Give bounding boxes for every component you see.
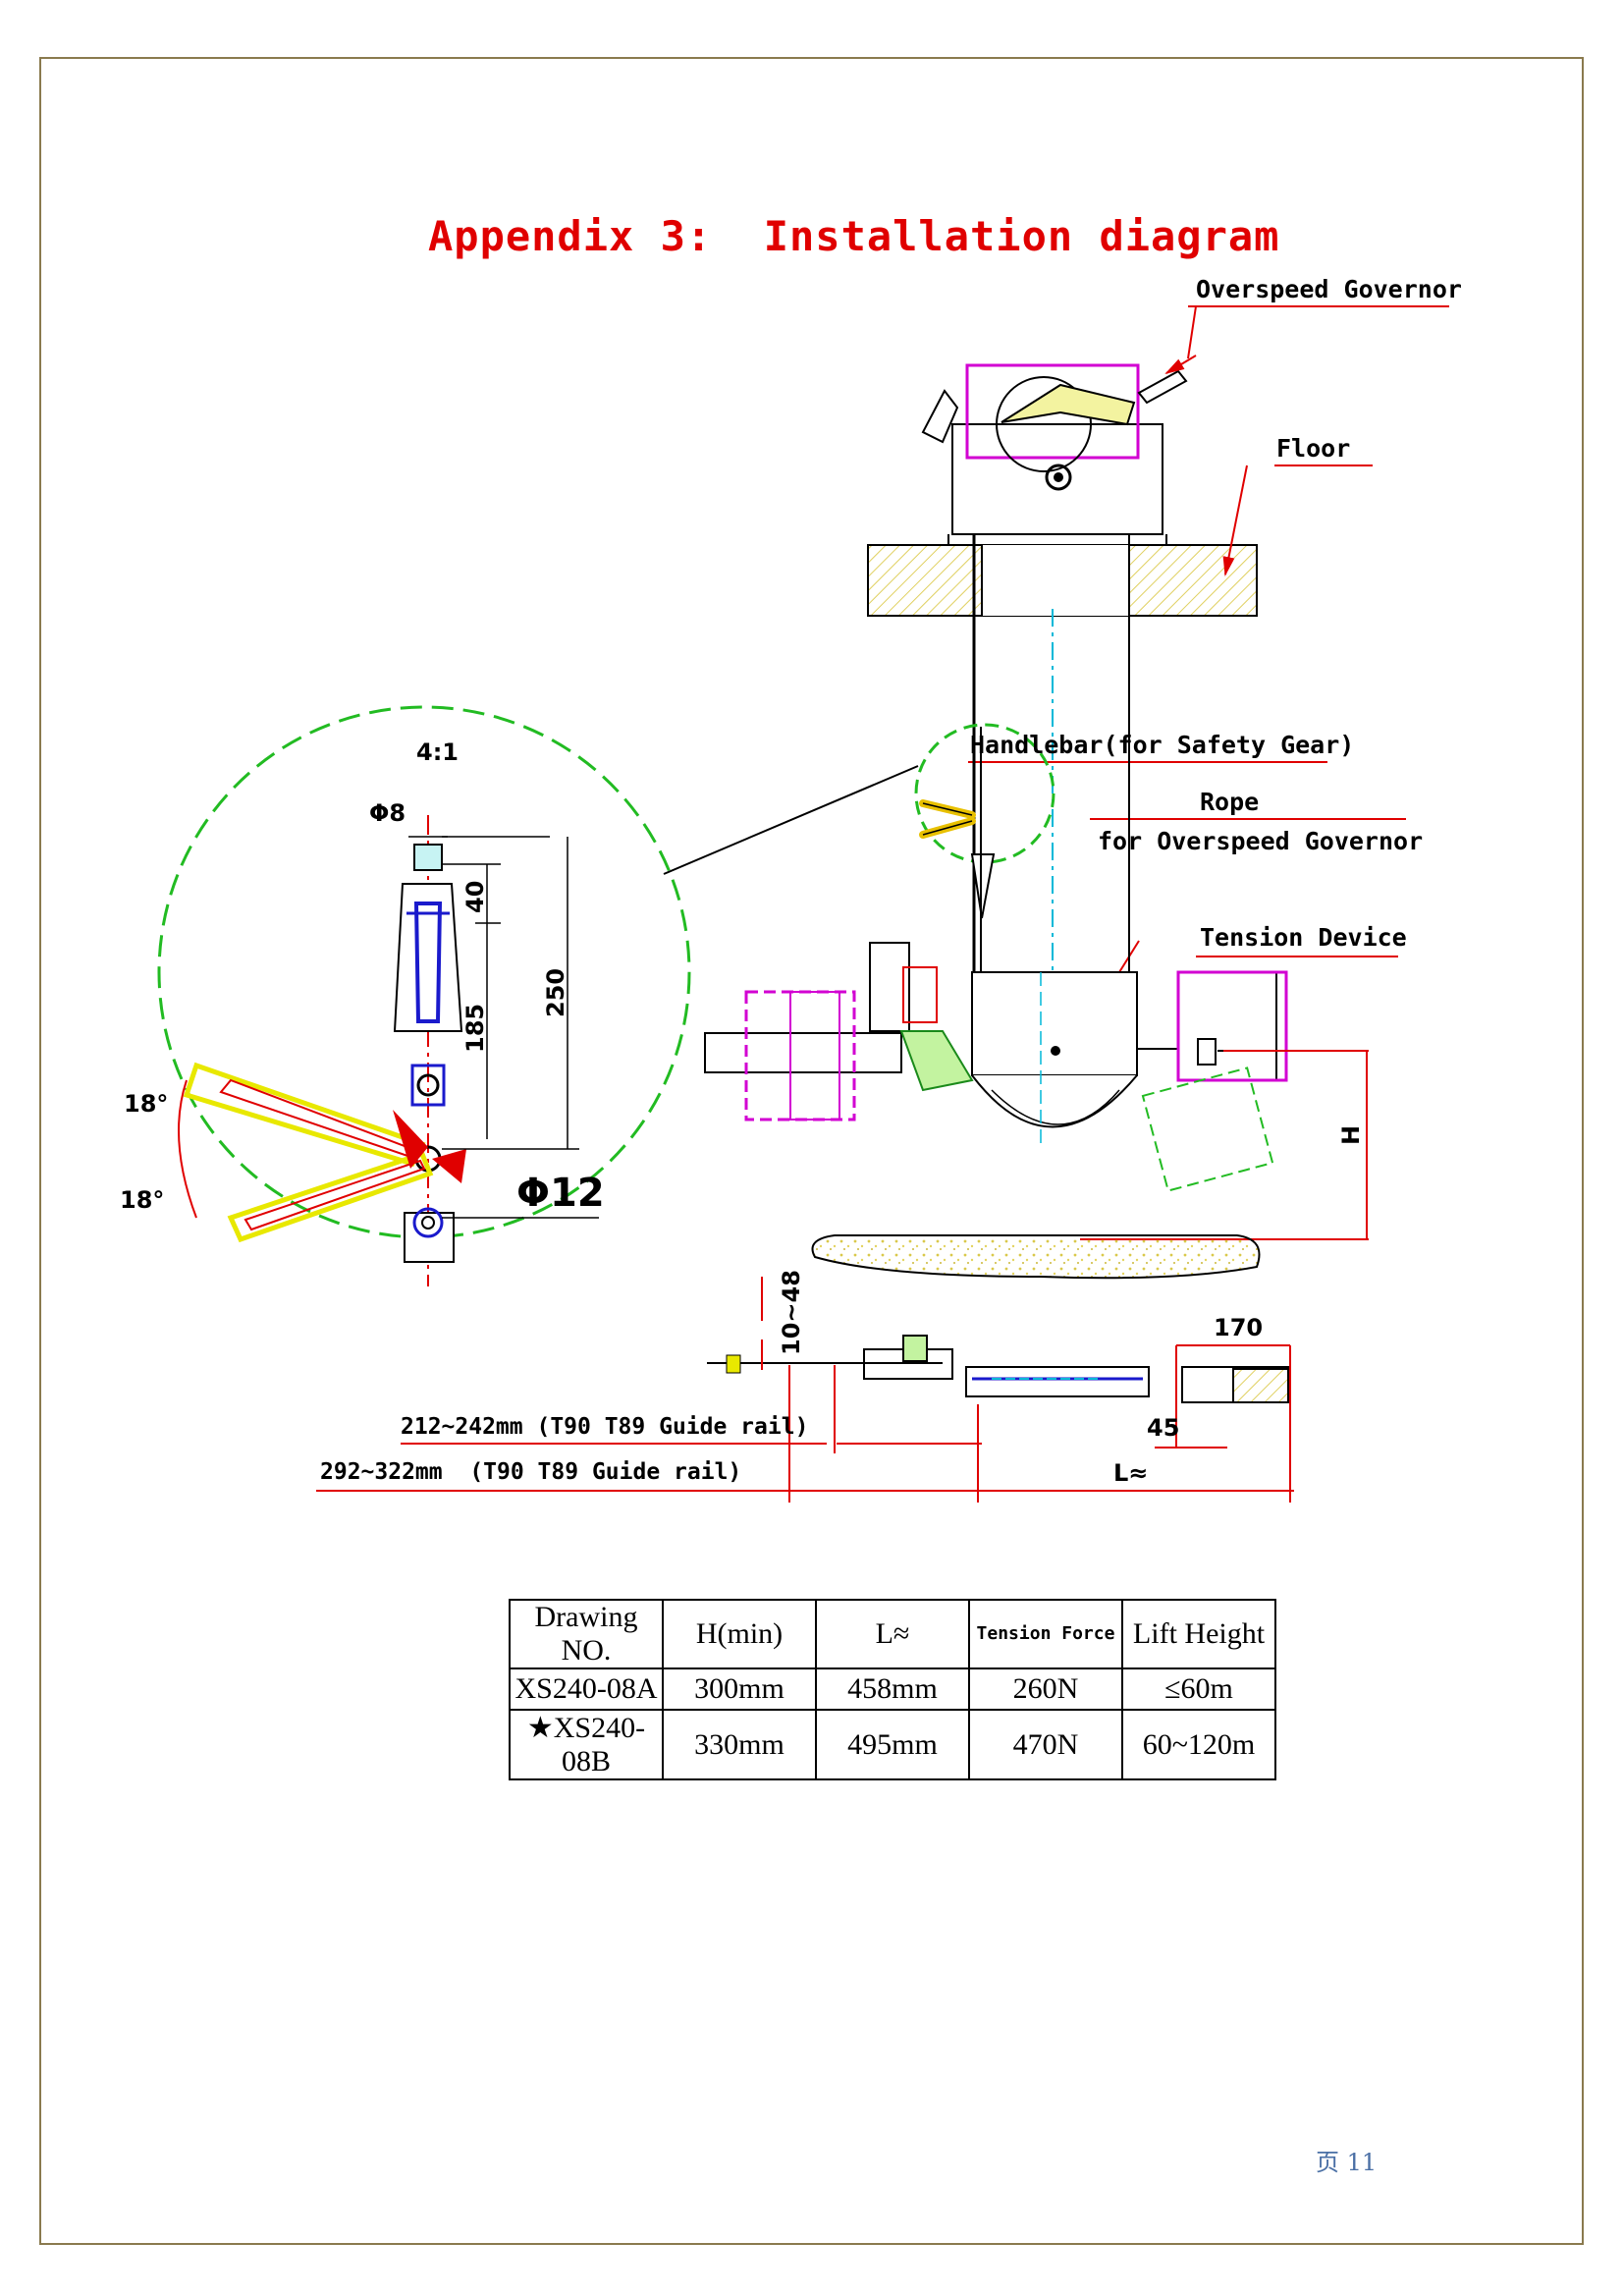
table-header: Lift Height: [1121, 1599, 1276, 1669]
label-overspeed-governor: Overspeed Governor: [1196, 275, 1462, 303]
table-header: Tension Force: [968, 1599, 1123, 1669]
detail-phi12: Φ12: [516, 1171, 605, 1216]
detail-dim-250: 250: [542, 967, 569, 1017]
label-rope-for: for Overspeed Governor: [1098, 827, 1424, 855]
plan-dimension-lines: [316, 1277, 1294, 1503]
tension-device-drawing: [704, 942, 1369, 1240]
table-cell: 260N: [968, 1667, 1123, 1711]
table-cell: XS240-08A: [509, 1667, 664, 1711]
table-cell: 330mm: [662, 1709, 817, 1780]
dim-rail-212: 212~242mm (T90 T89 Guide rail): [401, 1414, 809, 1440]
dim-l-approx: L≈: [1113, 1459, 1149, 1487]
rope-end-detail: [178, 815, 466, 1286]
label-tension-device: Tension Device: [1200, 923, 1407, 952]
table-cell: 495mm: [815, 1709, 970, 1780]
dim-range-10-48: 10~48: [778, 1270, 805, 1355]
table-row: ★XS240-08B 330mm 495mm 470N 60~120m: [509, 1709, 1276, 1780]
floor-slab: [867, 534, 1258, 617]
dim-45: 45: [1147, 1414, 1180, 1442]
table-cell: 300mm: [662, 1667, 817, 1711]
governor-rope: [972, 535, 1130, 982]
leader-lines: [968, 305, 1449, 973]
detail-phi8: Φ8: [369, 799, 406, 827]
dim-rail-292: 292~322mm (T90 T89 Guide rail): [320, 1459, 742, 1485]
detail-circle-small: [914, 723, 1055, 864]
detail-dim-185: 185: [461, 1003, 489, 1053]
label-rope: Rope: [1200, 788, 1260, 816]
table-cell: 470N: [968, 1709, 1123, 1780]
detail-dim-40: 40: [461, 880, 489, 913]
table-cell: ★XS240-08B: [509, 1709, 664, 1780]
page-number: 页 11: [1316, 2149, 1378, 2176]
dim-170: 170: [1214, 1314, 1264, 1341]
page-frame: [39, 57, 1584, 2245]
table-cell: 458mm: [815, 1667, 970, 1711]
table-cell: 60~120m: [1121, 1709, 1276, 1780]
plan-view: [707, 1335, 1291, 1403]
table-header: H(min): [662, 1599, 817, 1669]
table-header: L≈: [815, 1599, 970, 1669]
table-row: XS240-08A 300mm 458mm 260N ≤60m: [509, 1667, 1276, 1711]
detail-angle-top: 18°: [124, 1090, 169, 1118]
safety-gear-handlebar: [919, 727, 996, 972]
label-floor: Floor: [1276, 434, 1351, 463]
pit-floor: [811, 1234, 1261, 1280]
detail-angle-bottom: 18°: [120, 1186, 165, 1214]
table-cell: ≤60m: [1121, 1667, 1276, 1711]
detail-dimension-lines: [408, 836, 599, 1219]
label-handlebar: Handlebar(for Safety Gear): [970, 731, 1355, 759]
detail-scale: 4:1: [416, 738, 459, 766]
table-header: Drawing NO.: [509, 1599, 664, 1669]
spec-table: Drawing NO. H(min) L≈ Tension Force Lift…: [509, 1599, 1276, 1780]
dim-h: H: [1337, 1124, 1365, 1145]
detail-leader: [663, 765, 919, 875]
table-header-row: Drawing NO. H(min) L≈ Tension Force Lift…: [509, 1599, 1276, 1669]
page-title: Appendix 3: Installation diagram: [428, 212, 1280, 260]
overspeed-governor-drawing: [921, 355, 1197, 535]
